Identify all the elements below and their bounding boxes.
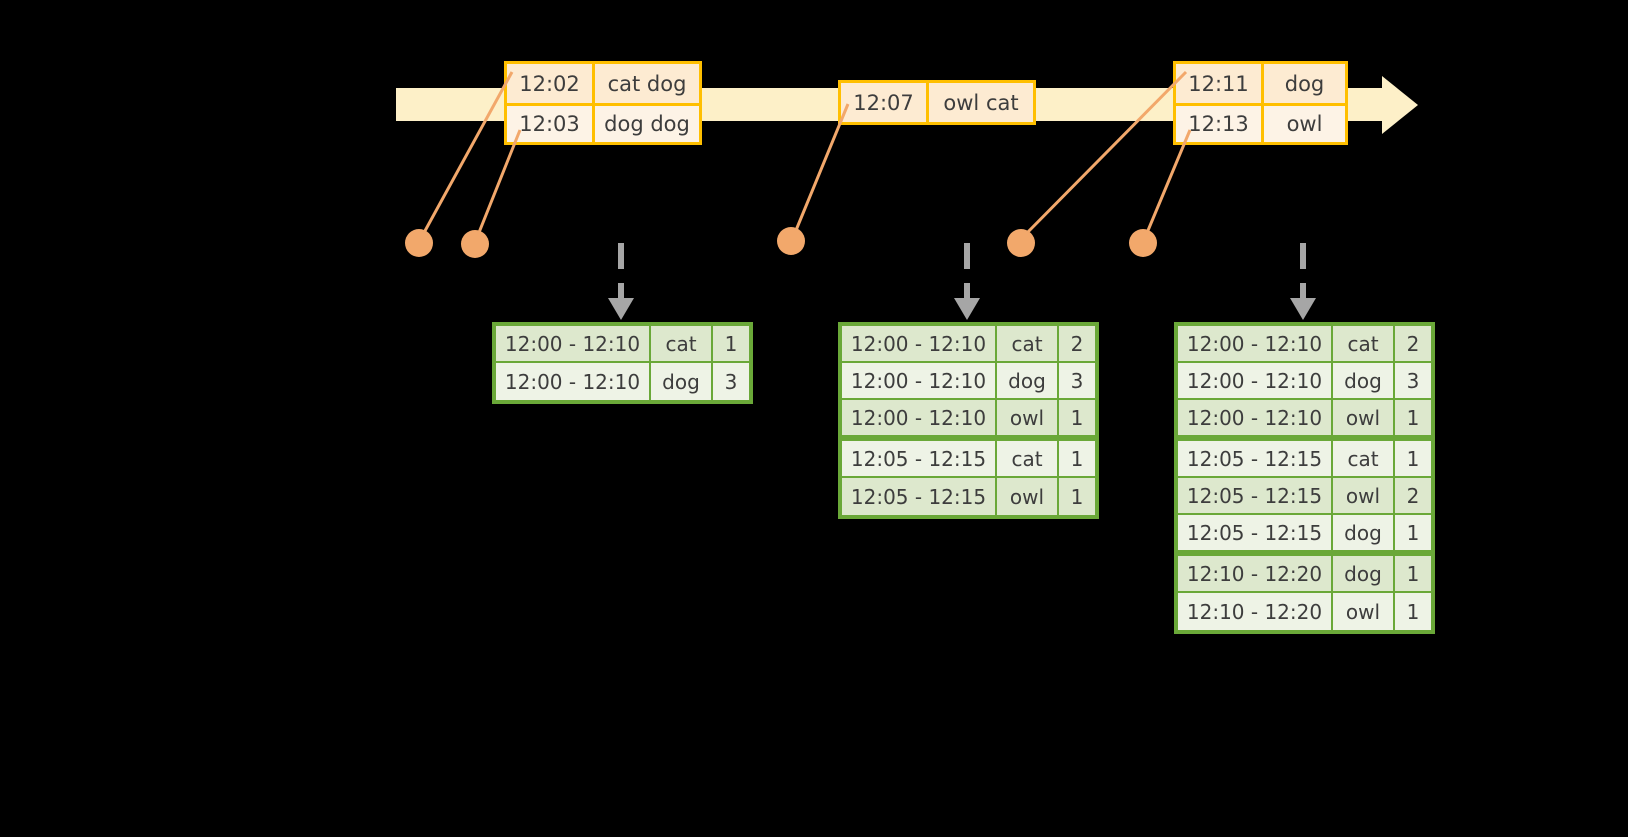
events-group-1: 12:02 cat dog 12:03 dog dog [504,61,702,145]
cell-window: 12:00 - 12:10 [496,326,651,363]
cell-key: cat [1333,441,1395,478]
cell-count: 1 [1395,556,1431,593]
cell-count: 1 [1059,478,1095,515]
cell-window: 12:00 - 12:10 [1178,363,1333,400]
cell-key: dog [651,363,713,400]
event-dot-2 [461,230,489,258]
event-time: 12:03 [507,106,595,142]
event-time: 12:11 [1176,64,1264,103]
event-row: 12:07 owl cat [841,83,1033,122]
event-dot-5 [1129,229,1157,257]
cell-window: 12:00 - 12:10 [842,326,997,363]
cell-count: 1 [1395,593,1431,630]
cell-window: 12:10 - 12:20 [1178,556,1333,593]
dashed-arrow-head-2-icon [954,298,980,320]
cell-count: 1 [1059,400,1095,437]
cell-count: 2 [1395,326,1431,363]
events-group-3: 12:11 dog 12:13 owl [1173,61,1348,145]
cell-window: 12:05 - 12:15 [1178,515,1333,552]
cell-window: 12:00 - 12:10 [1178,400,1333,437]
cell-count: 1 [1395,515,1431,552]
cell-window: 12:10 - 12:20 [1178,593,1333,630]
timeline-arrow-head-icon [1382,76,1418,134]
cell-key: owl [1333,593,1395,630]
cell-key: dog [1333,556,1395,593]
event-dot-4 [1007,229,1035,257]
connector-line-5 [1142,129,1192,241]
dashed-arrow-head-3-icon [1290,298,1316,320]
cell-count: 2 [1395,478,1431,515]
event-row: 12:11 dog [1176,64,1345,103]
cell-key: cat [997,441,1059,478]
event-value: cat dog [607,71,687,96]
cell-key: owl [997,400,1059,437]
cell-key: owl [1333,400,1395,437]
cell-window: 12:05 - 12:15 [842,441,997,478]
cell-key: cat [651,326,713,363]
cell-count: 3 [1395,363,1431,400]
cell-key: cat [1333,326,1395,363]
cell-key: dog [1333,515,1395,552]
cell-window: 12:05 - 12:15 [1178,478,1333,515]
event-value: owl [1286,112,1323,136]
event-time: 12:13 [1176,106,1264,142]
cell-key: owl [997,478,1059,515]
cell-count: 1 [1059,441,1095,478]
event-value: owl cat [943,90,1019,115]
event-value: dog dog [604,112,690,136]
cell-window: 12:05 - 12:15 [842,478,997,515]
event-time: 12:07 [841,83,929,122]
cell-key: dog [997,363,1059,400]
cell-window: 12:00 - 12:10 [842,363,997,400]
cell-count: 1 [1395,400,1431,437]
cell-window: 12:00 - 12:10 [1178,326,1333,363]
cell-window: 12:00 - 12:10 [842,400,997,437]
cell-window: 12:00 - 12:10 [496,363,651,400]
cell-window: 12:05 - 12:15 [1178,441,1333,478]
dashed-arrow-head-1-icon [608,298,634,320]
cell-count: 3 [713,363,749,400]
cell-count: 1 [1395,441,1431,478]
event-row: 12:02 cat dog [507,64,699,103]
event-time: 12:02 [507,64,595,103]
event-row: 12:13 owl [1176,103,1345,142]
event-dot-3 [777,227,805,255]
event-value: dog [1284,71,1325,96]
event-row: 12:03 dog dog [507,103,699,142]
cell-key: owl [1333,478,1395,515]
cell-count: 1 [713,326,749,363]
cell-key: cat [997,326,1059,363]
event-dot-1 [405,229,433,257]
connector-line-2 [474,129,522,241]
cell-count: 2 [1059,326,1095,363]
events-group-2: 12:07 owl cat [838,80,1036,125]
cell-count: 3 [1059,363,1095,400]
cell-key: dog [1333,363,1395,400]
